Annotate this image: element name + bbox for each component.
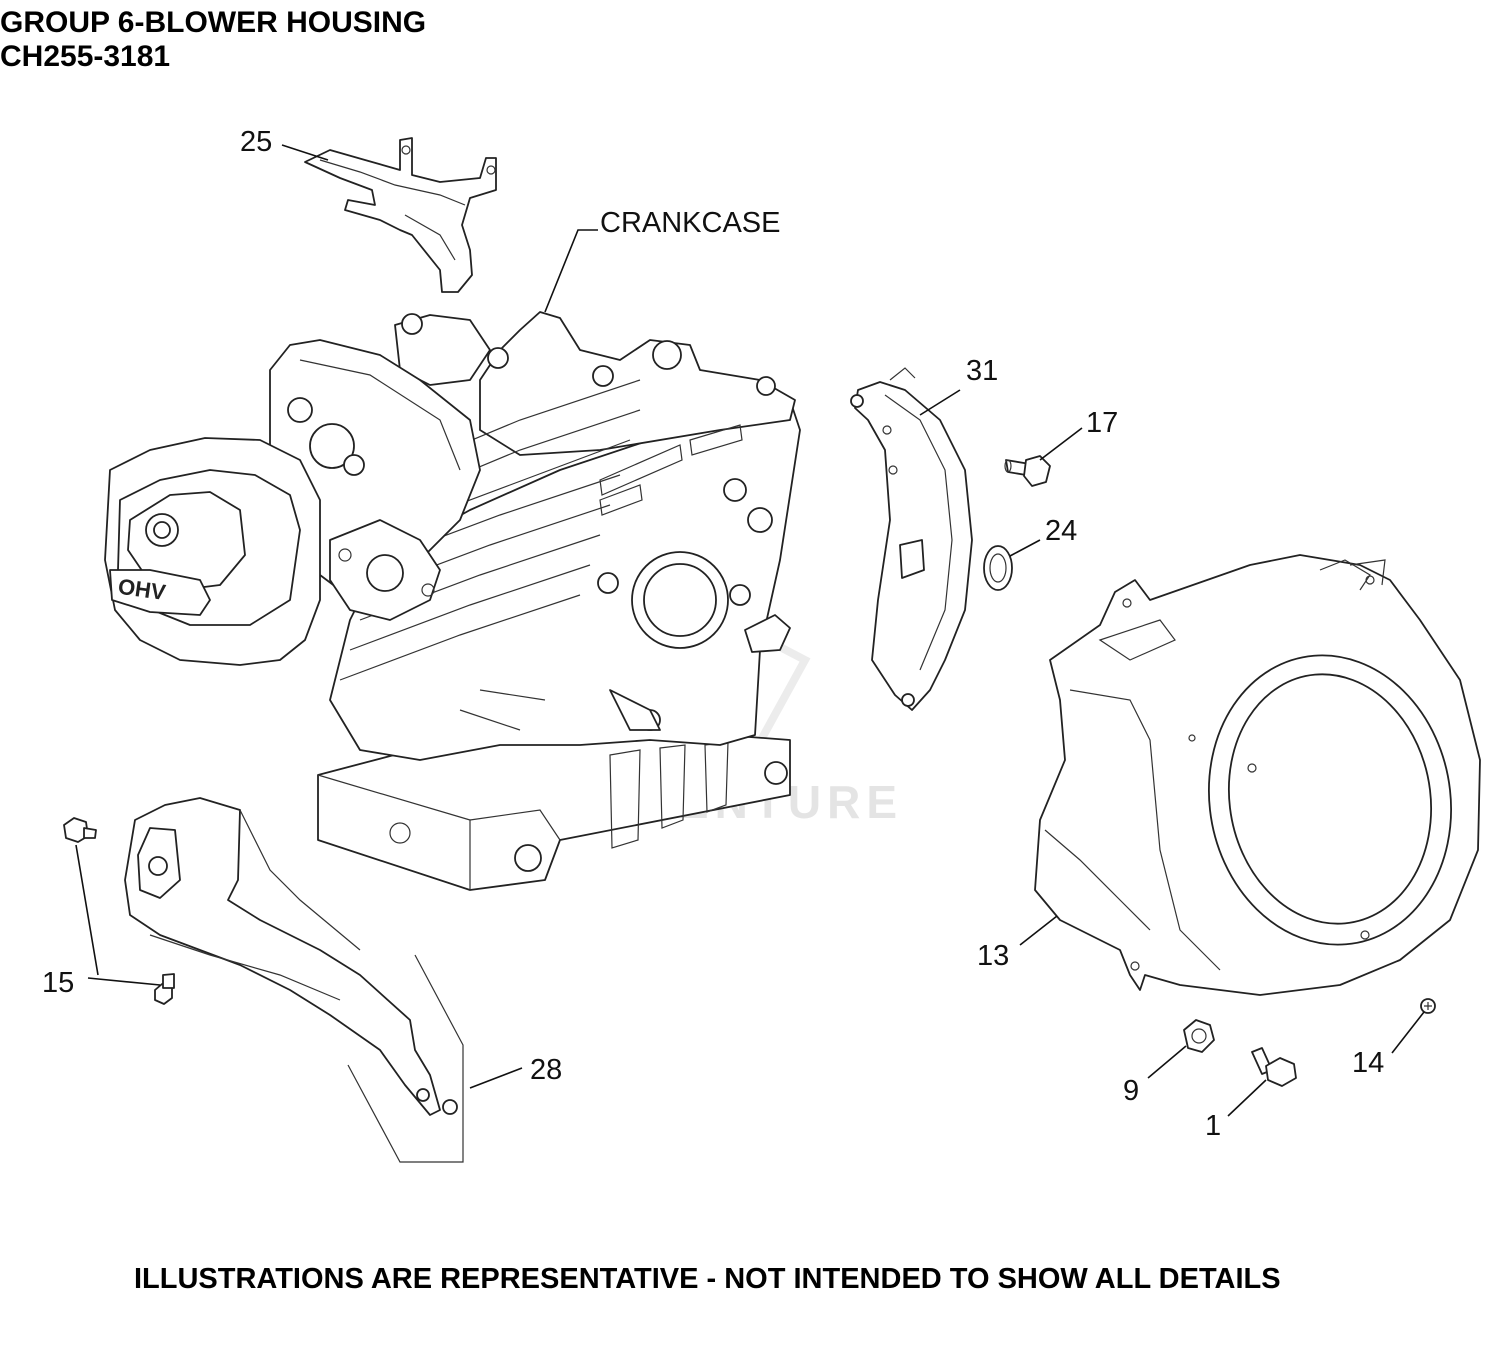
title-group: GROUP 6-BLOWER HOUSING — [0, 6, 427, 39]
callout-15: 15 — [42, 967, 74, 999]
part-31-shroud — [850, 367, 973, 711]
callout-1: 1 — [1205, 1110, 1221, 1142]
part-17-bolt — [1004, 455, 1051, 487]
callout-28: 28 — [530, 1054, 562, 1086]
callout-31: 31 — [966, 355, 998, 387]
part-9-nut — [1183, 1019, 1215, 1053]
callout-17: 17 — [1086, 407, 1118, 439]
callout-14: 14 — [1352, 1047, 1384, 1079]
callout-25: 25 — [240, 126, 272, 158]
part-13-blower-housing — [1034, 554, 1481, 996]
page-title: GROUP 6-BLOWER HOUSING CH255-3181 — [0, 6, 426, 74]
part-24-grommet — [983, 545, 1013, 591]
callout-13: 13 — [977, 940, 1009, 972]
leader-lines — [75, 144, 1425, 1117]
part-14-screw — [1420, 998, 1436, 1014]
disclaimer-footer: ILLUSTRATIONS ARE REPRESENTATIVE - NOT I… — [134, 1263, 1281, 1295]
callout-24: 24 — [1045, 515, 1077, 547]
part-15-screws — [63, 817, 175, 1005]
part-28-baffle — [124, 797, 464, 1163]
part-1-bolt — [1251, 1047, 1297, 1087]
title-model: CH255-3181 — [0, 40, 171, 73]
crankcase-engine: OHV — [104, 311, 801, 891]
callout-9: 9 — [1123, 1075, 1139, 1107]
crankcase-label: CRANKCASE — [600, 207, 781, 239]
part-25-bracket — [304, 137, 497, 293]
